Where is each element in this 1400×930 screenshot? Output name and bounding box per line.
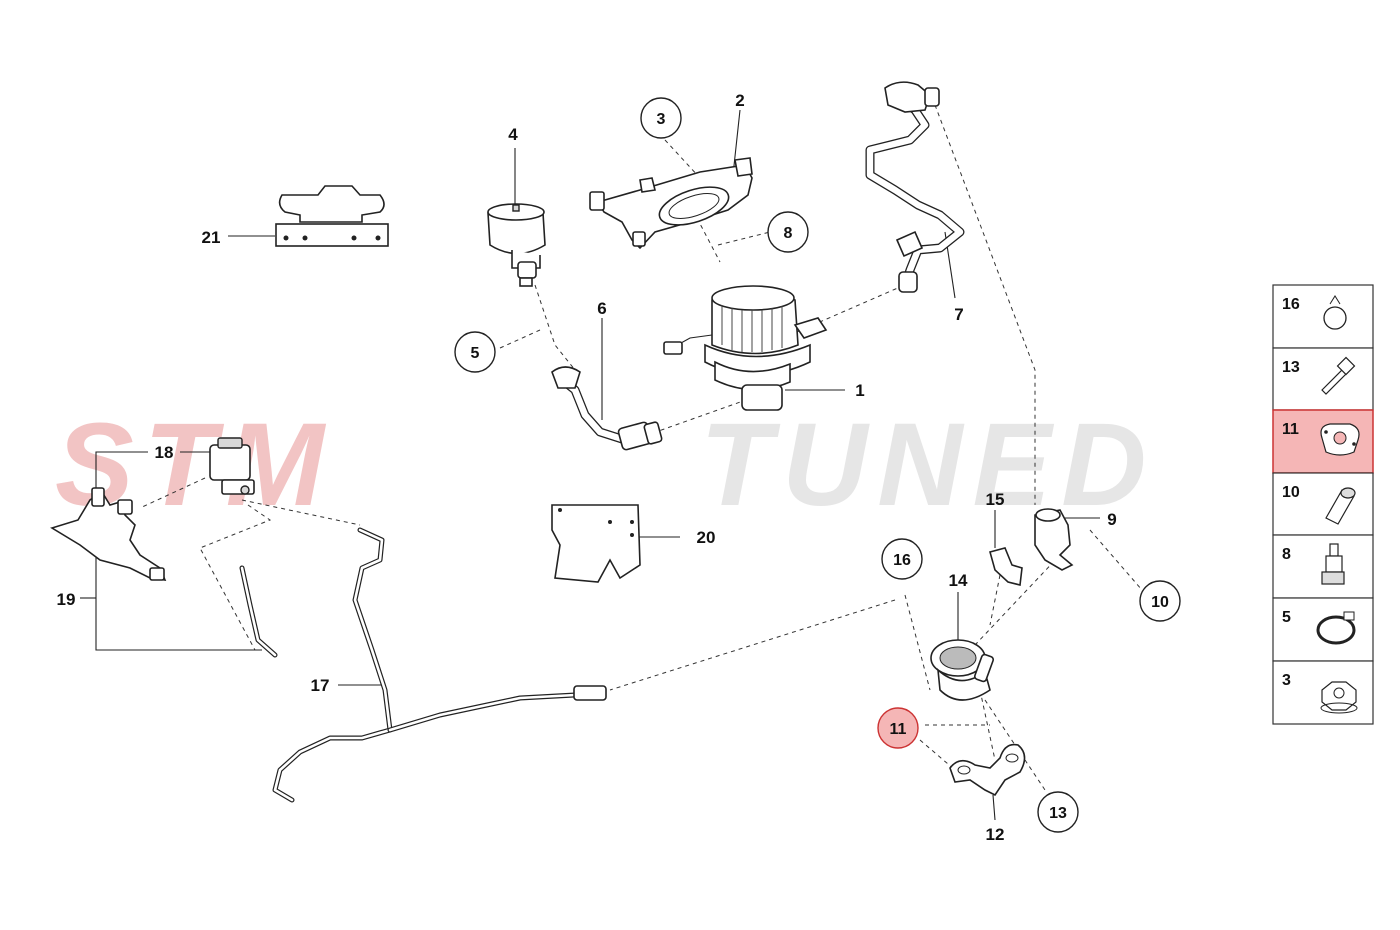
circled-callout-13: 13 [1037, 791, 1079, 833]
part-9-valve [1034, 508, 1074, 571]
hose-clamp-icon [1316, 611, 1356, 645]
callout-19: 19 [57, 590, 76, 609]
part-1-secondary-air-pump [663, 285, 828, 411]
legend-item-16[interactable]: 16 [1272, 284, 1374, 349]
o-ring-icon [1323, 295, 1347, 330]
callout-20: 20 [697, 528, 716, 547]
callout-4: 4 [508, 125, 518, 144]
legend-item-3[interactable]: 3 [1272, 660, 1374, 725]
circled-callout-10: 10 [1139, 580, 1181, 622]
legend-number-10: 10 [1282, 484, 1300, 501]
legend-item-8[interactable]: 8 [1272, 534, 1374, 599]
connector-plug-icon [1321, 543, 1345, 585]
callout-12: 12 [986, 825, 1005, 844]
circled-callout-16-text: 16 [893, 552, 911, 569]
circled-callout-10-text: 10 [1151, 594, 1169, 611]
part-2-flange-plate [589, 157, 753, 250]
legend-item-5[interactable]: 5 [1272, 597, 1374, 662]
circled-callout-16: 16 [881, 538, 923, 580]
circled-callout-11: 11 [877, 707, 919, 749]
circled-callout-5: 5 [454, 331, 496, 373]
dashed-guide-lines [139, 104, 1143, 791]
legend-number-11: 11 [1282, 421, 1299, 438]
part-20-heat-shield [551, 504, 641, 583]
part-4-valve [487, 203, 546, 287]
callout-1: 1 [855, 381, 864, 400]
watermark-right-text: TUNED [700, 399, 1156, 531]
part-6-hose [551, 366, 663, 451]
circled-callout-3: 3 [640, 97, 682, 139]
legend-item-13[interactable]: 13 [1272, 347, 1374, 411]
callout-15: 15 [986, 490, 1005, 509]
callout-6: 6 [597, 299, 606, 318]
legend-number-13: 13 [1282, 359, 1300, 376]
leader-lines [80, 109, 1100, 821]
legend-item-11[interactable]: 11 [1272, 409, 1374, 474]
circled-callouts: 3 5 8 10 11 13 16 [454, 97, 1181, 833]
circled-callout-13-text: 13 [1049, 805, 1067, 822]
part-14-combi-valve [930, 639, 995, 701]
circled-callout-3-text: 3 [657, 111, 666, 128]
callout-2: 2 [735, 91, 744, 110]
callout-14: 14 [949, 571, 968, 590]
part-19-bracket [50, 487, 167, 581]
circled-callout-11-text: 11 [890, 721, 907, 738]
flange-nut-icon [1320, 681, 1358, 714]
watermark: STM TUNED [55, 399, 1156, 531]
circled-callout-8-text: 8 [784, 225, 793, 242]
callout-17: 17 [311, 676, 330, 695]
part-7-hose [865, 81, 965, 293]
callout-18: 18 [155, 443, 174, 462]
legend-number-16: 16 [1282, 296, 1300, 313]
cap-plug-icon [1325, 487, 1356, 525]
part-18-connector [209, 437, 255, 495]
callout-9: 9 [1107, 510, 1116, 529]
part-12-pipe-flange [949, 743, 1026, 797]
legend-panel: 16 13 11 10 [1272, 284, 1374, 725]
bolt-icon [1321, 356, 1356, 395]
legend-item-10[interactable]: 10 [1272, 472, 1374, 536]
circled-callout-5-text: 5 [471, 345, 480, 362]
part-17-pipe [239, 527, 607, 803]
legend-number-8: 8 [1282, 546, 1291, 563]
callout-7: 7 [954, 305, 963, 324]
legend-number-3: 3 [1282, 672, 1291, 689]
part-21-bracket [275, 185, 389, 247]
callout-21: 21 [202, 228, 221, 247]
legend-number-5: 5 [1282, 609, 1291, 626]
gasket-icon [1320, 423, 1360, 456]
callout-labels: 1 2 4 6 7 9 12 14 15 17 18 19 20 21 [57, 91, 1117, 844]
circled-callout-8: 8 [767, 211, 809, 253]
part-15-sensor [989, 547, 1023, 586]
